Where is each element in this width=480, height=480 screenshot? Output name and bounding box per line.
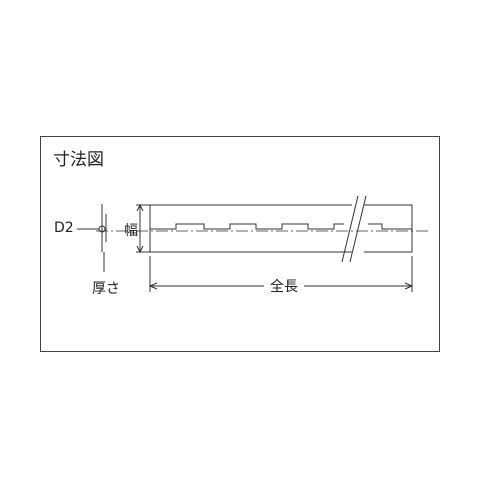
thickness-label: 厚さ (92, 281, 120, 297)
width-label: 幅 (124, 223, 138, 239)
break-mark (341, 195, 367, 263)
knuckle-joint-line (150, 223, 412, 230)
dimension-diagram-frame: 寸法図 (40, 136, 440, 352)
total-length-label: 全長 (270, 279, 298, 295)
diagram-title: 寸法図 (53, 150, 104, 170)
d2-label: D2 (54, 220, 74, 236)
